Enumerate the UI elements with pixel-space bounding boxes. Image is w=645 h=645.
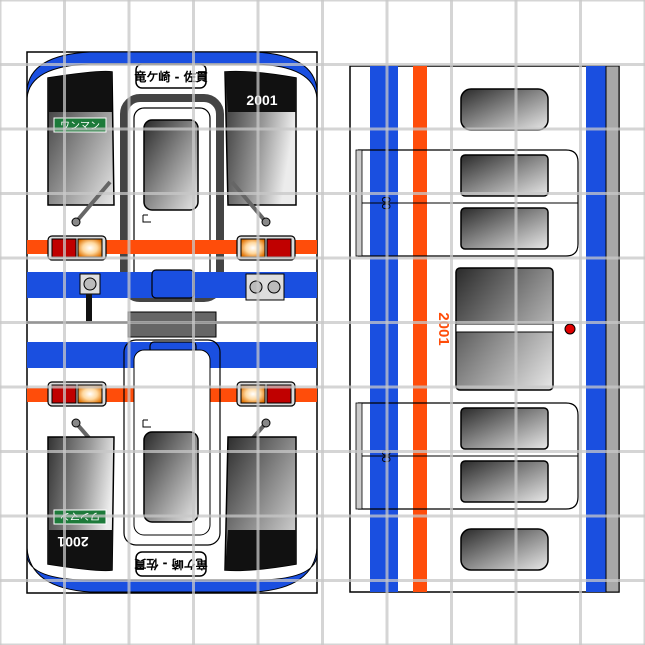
- car-number-bottom: 2001: [57, 534, 88, 550]
- side-window-3: [460, 207, 549, 250]
- car-number-top: 2001: [246, 92, 277, 108]
- destination-text-bottom: 竜ケ崎 - 佐貫: [134, 557, 207, 572]
- side-window-5: [460, 460, 549, 503]
- door-window-bottom: [143, 431, 199, 523]
- side-car-number: 2001: [435, 312, 452, 345]
- side-window-1: [460, 88, 549, 131]
- side-indicator-lamp: [564, 323, 576, 335]
- side-window-4: [460, 407, 549, 450]
- destination-text-top: 竜ケ崎 - 佐貫: [134, 69, 207, 84]
- side-window-6: [460, 528, 549, 571]
- side-view: 00 00 2001: [349, 65, 620, 593]
- door-window-top: [143, 119, 199, 211]
- front-end-top: ワンマン 2001 竜ケ崎 - 佐貫: [26, 51, 318, 323]
- front-end-bottom: ワンマン 2001 竜ケ崎 - 佐貫: [26, 322, 318, 594]
- side-window-2: [460, 154, 549, 197]
- oneman-text: ワンマン: [60, 121, 100, 132]
